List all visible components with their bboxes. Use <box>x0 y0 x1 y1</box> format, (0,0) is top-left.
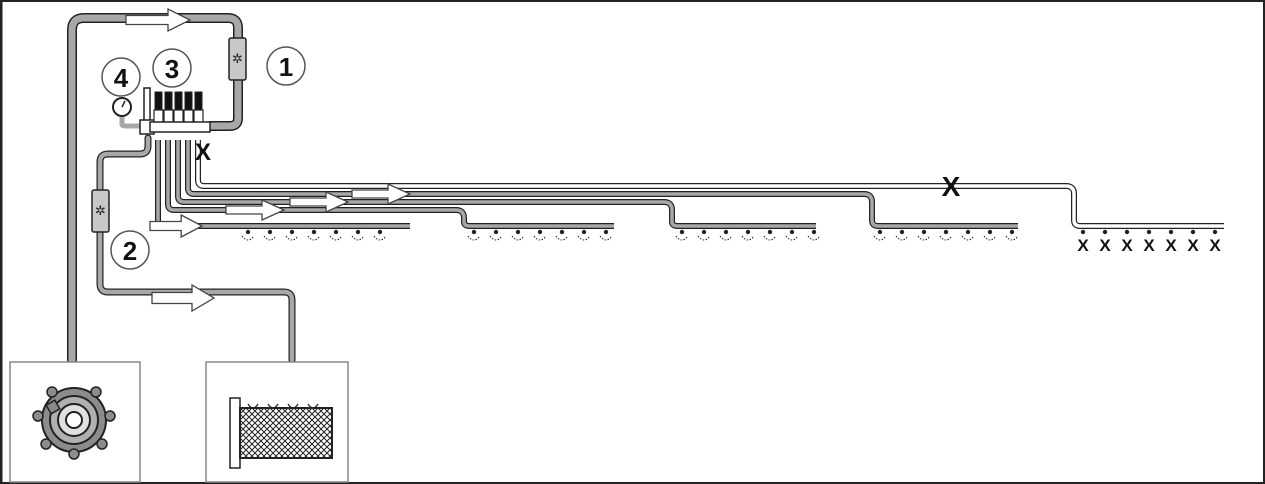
distribution-valve-icon <box>139 87 211 135</box>
nozzle-icon <box>1190 229 1196 235</box>
filter-icon: ✲ <box>91 189 110 233</box>
callout-2-label: 2 <box>123 236 137 266</box>
nozzle-icon <box>263 229 277 241</box>
tank-filter-icon <box>229 397 333 469</box>
nozzle-icon <box>807 229 821 241</box>
section-valve <box>163 91 174 125</box>
nozzle-icon <box>1124 229 1130 235</box>
flow-arrow-icon <box>351 182 412 206</box>
closed-nozzle-marker: X <box>1187 236 1199 255</box>
nozzle-icon <box>241 229 255 241</box>
callout-1-label: 1 <box>279 52 293 82</box>
nozzle-icon <box>285 229 299 241</box>
closed-nozzle-marker: X <box>1099 236 1111 255</box>
tank-box <box>205 361 349 483</box>
nozzle-icon <box>373 229 387 241</box>
nozzle-icon <box>785 229 799 241</box>
nozzle-icon <box>1102 229 1108 235</box>
return-line <box>67 13 243 365</box>
nozzle-icon <box>1005 229 1019 241</box>
section-valve <box>153 91 164 125</box>
section-valve <box>173 91 184 125</box>
nozzle-icon <box>351 229 365 241</box>
nozzle-icon <box>577 229 591 241</box>
callouts: 1 2 3 4 <box>101 46 306 270</box>
nozzle-groups <box>241 229 1019 241</box>
callout-3: 3 <box>152 48 192 88</box>
closed-nozzle-marker: X <box>1143 236 1155 255</box>
callout-3-label: 3 <box>165 54 179 84</box>
nozzle-icon <box>489 229 503 241</box>
closed-valve-marker: X <box>195 139 211 166</box>
nozzle-icon <box>719 229 733 241</box>
nozzle-icon <box>329 229 343 241</box>
pump-box <box>9 361 141 483</box>
callout-2: 2 <box>110 230 150 270</box>
nozzle-icon <box>939 229 953 241</box>
nozzle-icon <box>961 229 975 241</box>
closed-nozzle-marker: X <box>1209 236 1221 255</box>
nozzle-icon <box>555 229 569 241</box>
nozzle-icon <box>467 229 481 241</box>
section-valve <box>183 91 194 125</box>
nozzle-icon <box>533 229 547 241</box>
pump-icon <box>32 386 116 460</box>
flow-arrow-icon <box>151 283 216 313</box>
nozzle-icon <box>917 229 931 241</box>
flow-arrow-icon <box>225 198 286 222</box>
nozzle-icon <box>1212 229 1218 235</box>
nozzle-icon <box>307 229 321 241</box>
flow-arrow-icon <box>289 190 350 214</box>
closed-line-marker: X <box>942 171 961 202</box>
svg-text:✲: ✲ <box>95 204 106 219</box>
boom-section-lines <box>155 140 1224 229</box>
nozzle-icon <box>1146 229 1152 235</box>
nozzle-icon <box>763 229 777 241</box>
nozzle-icon <box>599 229 613 241</box>
callout-1: 1 <box>266 46 306 86</box>
nozzle-icon <box>1080 229 1086 235</box>
filter-icon: ✲ <box>228 37 247 81</box>
nozzle-icon <box>741 229 755 241</box>
flow-arrow-icon <box>125 7 192 33</box>
pressure-gauge-icon <box>112 97 132 117</box>
nozzle-icon <box>697 229 711 241</box>
callout-4-label: 4 <box>114 63 129 93</box>
nozzle-icon <box>983 229 997 241</box>
flow-arrow-icon <box>149 213 204 239</box>
closed-nozzle-marker: X <box>1165 236 1177 255</box>
nozzle-icon <box>873 229 887 241</box>
nozzle-icon <box>511 229 525 241</box>
closed-nozzle-marker: X <box>1077 236 1089 255</box>
nozzle-icon <box>1168 229 1174 235</box>
gauge-line <box>119 112 150 129</box>
callout-4: 4 <box>101 57 141 97</box>
nozzle-icon <box>895 229 909 241</box>
closed-nozzle-marker: X <box>1121 236 1133 255</box>
flow-arrows <box>125 7 412 313</box>
nozzle-icon <box>675 229 689 241</box>
section-valve <box>193 91 204 125</box>
svg-text:✲: ✲ <box>232 52 243 67</box>
